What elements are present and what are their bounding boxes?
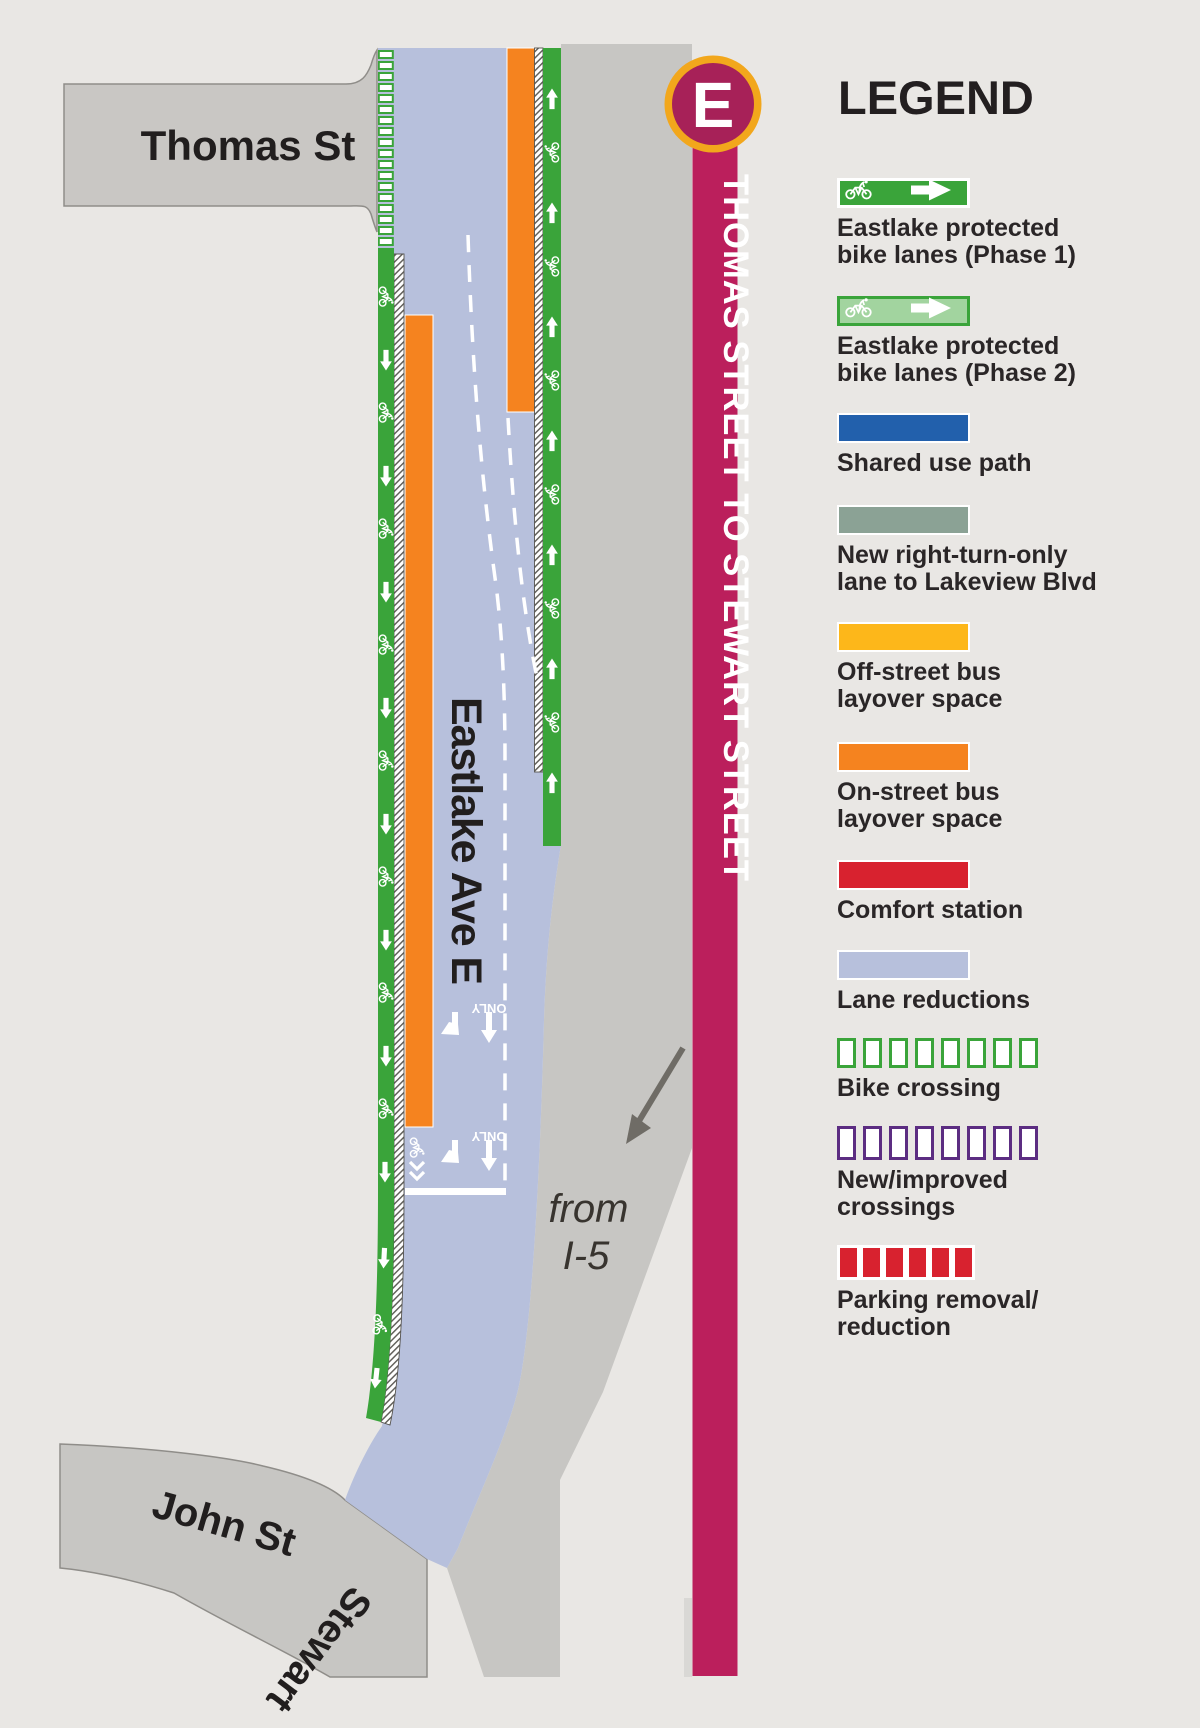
legend-item-phase2: Eastlake protected bike lanes (Phase 2) bbox=[837, 296, 1076, 387]
legend-label: New right-turn-only lane to Lakeview Blv… bbox=[837, 541, 1097, 596]
legend-label: Eastlake protected bike lanes (Phase 2) bbox=[837, 332, 1077, 387]
legend-label: Parking removal/ reduction bbox=[837, 1286, 1039, 1341]
parking-removal-swatch bbox=[837, 1245, 975, 1280]
legend-label: New/improved crossings bbox=[837, 1166, 1008, 1221]
legend-item-comfort-station: Comfort station bbox=[837, 860, 1023, 924]
stop-bar bbox=[405, 1188, 506, 1195]
label-eastlake-ave: Eastlake Ave E bbox=[442, 697, 490, 985]
off-street-bus-swatch bbox=[837, 622, 970, 652]
legend-item-shared-use-path: Shared use path bbox=[837, 413, 1032, 477]
shared-use-path-swatch bbox=[837, 413, 970, 443]
route-badge-letter: E bbox=[692, 69, 735, 141]
legend-item-off-street-bus: Off-street bus layover space bbox=[837, 622, 1002, 713]
legend-label: Comfort station bbox=[837, 896, 1024, 924]
label-from-i5: from I-5 bbox=[548, 1187, 639, 1278]
bike-crossing-swatch bbox=[837, 1038, 1038, 1068]
phase2-swatch bbox=[837, 296, 970, 326]
from-i5-line2: I-5 bbox=[563, 1234, 610, 1278]
bar-shadow bbox=[684, 1598, 692, 1677]
legend-title: LEGEND bbox=[838, 71, 1034, 124]
legend-label: Lane reductions bbox=[837, 986, 1031, 1014]
lane-line-dashed-2 bbox=[506, 417, 539, 679]
road-john-stewart bbox=[59, 1443, 428, 1678]
road-thomas-st bbox=[63, 47, 378, 233]
legend-label: Eastlake protected bike lanes (Phase 1) bbox=[837, 214, 1077, 269]
bike-merge-marking bbox=[408, 1137, 426, 1182]
phase1-swatch bbox=[837, 178, 970, 208]
road-from-i5 bbox=[447, 44, 692, 1677]
bike-lane-icon bbox=[845, 179, 951, 201]
legend-item-new-crossings: New/improved crossings bbox=[837, 1126, 1038, 1221]
route-bar bbox=[692, 100, 738, 1676]
legend-item-lane-reductions: Lane reductions bbox=[837, 950, 1030, 1014]
legend-item-right-turn-lane: New right-turn-only lane to Lakeview Blv… bbox=[837, 505, 1097, 596]
legend-item-on-street-bus: On-street bus layover space bbox=[837, 742, 1002, 833]
legend-label: Off-street bus layover space bbox=[837, 658, 1003, 713]
only-marking-2: ONLY bbox=[471, 1129, 506, 1144]
legend-item-parking-removal: Parking removal/ reduction bbox=[837, 1245, 1038, 1341]
lane-line-dashed-1 bbox=[466, 234, 507, 1183]
arrow-right-icon bbox=[911, 179, 951, 201]
arrow-right-icon bbox=[911, 297, 951, 319]
from-i5-line1: from bbox=[548, 1187, 628, 1231]
bike-crossing-thomas bbox=[378, 48, 394, 248]
on-street-bus-layover-left bbox=[404, 314, 434, 1128]
legend-item-phase1: Eastlake protected bike lanes (Phase 1) bbox=[837, 178, 1076, 269]
lane-reductions-swatch bbox=[837, 950, 970, 980]
label-thomas-st: Thomas St bbox=[141, 122, 356, 169]
legend-label: Bike crossing bbox=[837, 1074, 1001, 1102]
new-crossings-swatch bbox=[837, 1126, 1038, 1160]
legend-label: On-street bus layover space bbox=[837, 778, 1003, 833]
legend-label: Shared use path bbox=[837, 449, 1032, 477]
from-i5-arrow bbox=[626, 1046, 686, 1144]
right-turn-lane-swatch bbox=[837, 505, 970, 535]
on-street-bus-swatch bbox=[837, 742, 970, 772]
only-marking-1: ONLY bbox=[471, 1001, 506, 1016]
on-street-bus-layover-right bbox=[506, 47, 536, 413]
pavement-markings-b: ONLY bbox=[441, 1129, 506, 1171]
legend-panel: LEGEND Eastlake protected bike lanes (Ph… bbox=[837, 0, 1187, 1728]
route-bar-title: THOMAS STREET TO STEWART STREET bbox=[716, 174, 755, 882]
route-badge-circle bbox=[672, 63, 754, 145]
bike-lane-southbound bbox=[366, 248, 394, 1422]
comfort-station-swatch bbox=[837, 860, 970, 890]
bike-lane-icon bbox=[845, 297, 951, 319]
legend-item-bike-crossing: Bike crossing bbox=[837, 1038, 1038, 1102]
pavement-markings-a: ONLY bbox=[441, 1001, 506, 1043]
